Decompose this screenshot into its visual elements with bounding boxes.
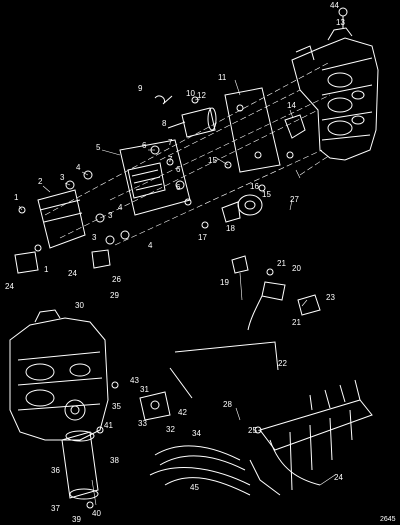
engine-block-left bbox=[9, 309, 109, 441]
callout-38: 38 bbox=[110, 456, 119, 465]
callout-2: 2 bbox=[38, 177, 43, 186]
callout-4c: 4 bbox=[148, 241, 153, 250]
callout-14: 14 bbox=[287, 101, 296, 110]
callout-42: 42 bbox=[178, 408, 187, 417]
callout-43: 43 bbox=[130, 376, 139, 385]
wiring-harness-24 bbox=[249, 379, 373, 496]
callout-36: 36 bbox=[51, 466, 60, 475]
callout-40: 40 bbox=[92, 509, 101, 518]
callout-22: 22 bbox=[278, 359, 287, 368]
callout-39: 39 bbox=[72, 515, 81, 524]
callout-6b: 6 bbox=[176, 165, 181, 174]
callout-4b: 4 bbox=[118, 203, 123, 212]
mounting-bracket bbox=[37, 189, 86, 249]
wire-bundle-45 bbox=[149, 445, 251, 496]
callout-44: 44 bbox=[330, 1, 339, 10]
solenoid-bracket bbox=[139, 391, 171, 421]
callout-26: 26 bbox=[112, 275, 121, 284]
callout-4a: 4 bbox=[76, 163, 81, 172]
callout-1a: 1 bbox=[14, 193, 19, 202]
callout-17: 17 bbox=[198, 233, 207, 242]
callout-8: 8 bbox=[162, 119, 167, 128]
callout-16: 16 bbox=[250, 182, 259, 191]
connectors-left bbox=[14, 249, 111, 274]
callout-32: 32 bbox=[166, 425, 175, 434]
callout-29: 29 bbox=[110, 291, 119, 300]
callout-9: 9 bbox=[138, 84, 143, 93]
callout-24b: 24 bbox=[68, 269, 77, 278]
callout-13: 13 bbox=[336, 18, 345, 27]
rod-part bbox=[169, 367, 193, 399]
top-bolt bbox=[338, 7, 348, 28]
fasteners bbox=[18, 96, 294, 509]
callout-5: 5 bbox=[96, 143, 101, 152]
assembly-lines bbox=[44, 61, 331, 246]
callout-24c: 24 bbox=[334, 473, 343, 482]
callout-3a: 3 bbox=[60, 173, 65, 182]
cable-harness-22 bbox=[174, 341, 279, 371]
callout-labels: 1 1 2 3 3 3 4 4 4 5 6 6 6 7 7 8 9 10 11 … bbox=[5, 1, 345, 524]
callout-24a: 24 bbox=[5, 282, 14, 291]
callout-41: 41 bbox=[104, 421, 113, 430]
callout-45: 45 bbox=[190, 483, 199, 492]
callout-6c: 6 bbox=[176, 183, 181, 192]
callout-20: 20 bbox=[292, 264, 301, 273]
callout-25: 25 bbox=[248, 426, 257, 435]
clip-part bbox=[154, 95, 173, 105]
sensor-part bbox=[231, 255, 249, 301]
callout-30: 30 bbox=[75, 301, 84, 310]
small-bracket bbox=[284, 114, 306, 139]
callout-11: 11 bbox=[218, 73, 227, 82]
leader-lines bbox=[18, 79, 336, 486]
engine-block-right bbox=[291, 27, 379, 161]
callout-27: 27 bbox=[290, 195, 299, 204]
callout-1b: 1 bbox=[44, 265, 49, 274]
callout-3b: 3 bbox=[92, 233, 97, 242]
callout-15b: 15 bbox=[262, 190, 271, 199]
pin-part bbox=[167, 121, 186, 129]
cylinder-part bbox=[181, 107, 217, 138]
callout-6a: 6 bbox=[142, 141, 147, 150]
callout-34: 34 bbox=[192, 429, 201, 438]
callout-37: 37 bbox=[51, 504, 60, 513]
callout-19: 19 bbox=[220, 278, 229, 287]
callout-21a: 21 bbox=[277, 259, 286, 268]
starter-motor bbox=[61, 430, 99, 506]
callout-7b: 7 bbox=[168, 155, 173, 164]
mounting-plate bbox=[224, 87, 281, 173]
figure-number: 2645 bbox=[380, 516, 396, 523]
callout-3c: 3 bbox=[108, 211, 113, 220]
sensor-assembly bbox=[247, 268, 321, 331]
callout-12: 12 bbox=[197, 91, 206, 100]
callout-31: 31 bbox=[140, 385, 149, 394]
callout-33: 33 bbox=[138, 419, 147, 428]
callout-21b: 21 bbox=[292, 318, 301, 327]
callout-15a: 15 bbox=[208, 156, 217, 165]
callout-23: 23 bbox=[326, 293, 335, 302]
callout-18: 18 bbox=[226, 224, 235, 233]
callout-10: 10 bbox=[186, 89, 195, 98]
ecm-module bbox=[119, 139, 191, 216]
callout-35: 35 bbox=[112, 402, 121, 411]
callout-28: 28 bbox=[223, 400, 232, 409]
coil-part bbox=[221, 194, 263, 223]
callout-7a: 7 bbox=[168, 138, 173, 147]
